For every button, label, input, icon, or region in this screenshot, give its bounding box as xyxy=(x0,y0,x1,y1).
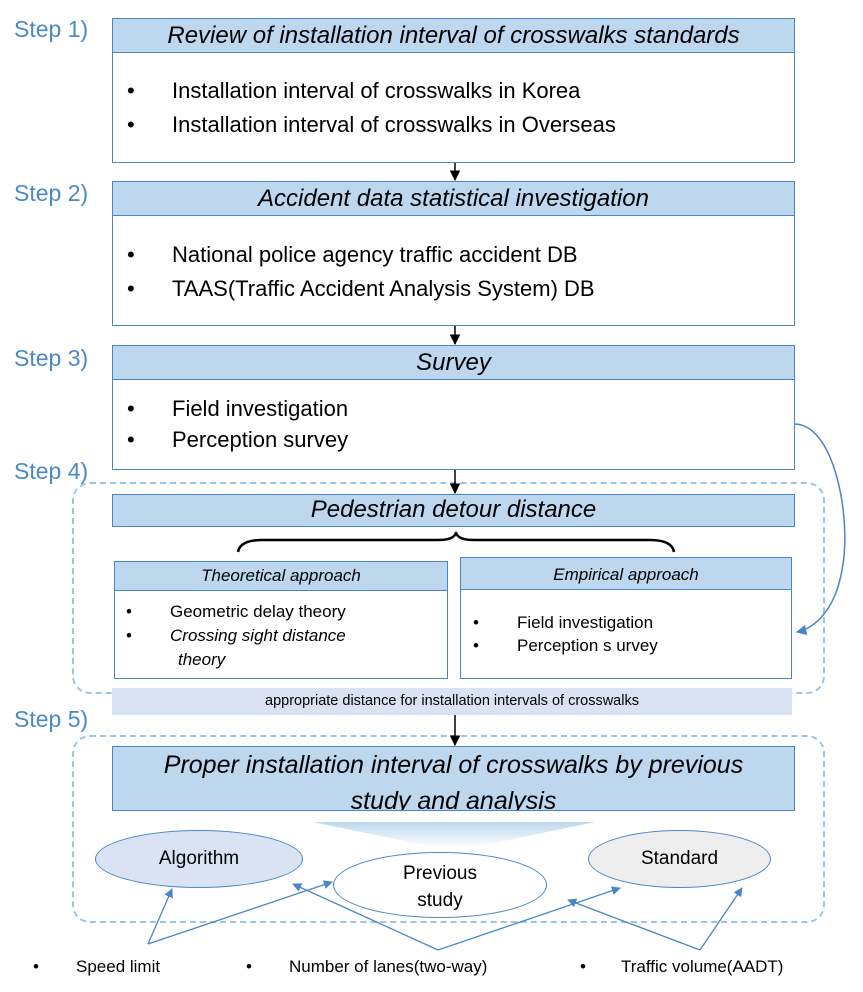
bullet: • xyxy=(473,636,479,655)
standard-ellipse: Standard xyxy=(588,830,771,888)
step-3-bullet-1: Field investigation xyxy=(172,396,349,421)
bullet: • xyxy=(126,626,132,645)
step-2-label: Step 2) xyxy=(14,180,89,206)
empirical-bullet-1: Field investigation xyxy=(517,613,654,632)
empirical-bullets: • Field investigation • Perception s urv… xyxy=(473,613,783,663)
step-1-bullet-1: Installation interval of crosswalks in K… xyxy=(172,78,581,103)
empirical-bullet-2: Perception s urvey xyxy=(517,636,658,655)
bullet: • xyxy=(473,613,479,632)
theoretical-bullet-2: Crossing sight distance xyxy=(170,626,346,645)
step-3-bullets: • Field investigation • Perception surve… xyxy=(127,396,777,456)
bullet: • xyxy=(127,396,135,421)
step-1-title: Review of installation interval of cross… xyxy=(112,18,795,53)
step-2-title: Accident data statistical investigation xyxy=(112,181,795,216)
previous-study-ellipse: Previous study xyxy=(333,852,547,918)
theoretical-title: Theoretical approach xyxy=(114,561,448,591)
step-4-title: Pedestrian detour distance xyxy=(112,494,795,527)
bullet: • xyxy=(127,78,135,103)
step-4-result-bar: appropriate distance for installation in… xyxy=(112,688,792,715)
step-1-label: Step 1) xyxy=(14,16,89,42)
factor-traffic-volume: Traffic volume(AADT) xyxy=(621,957,784,976)
algorithm-ellipse: Algorithm xyxy=(95,830,303,888)
bullet: • xyxy=(246,957,252,976)
factor-number-of-lanes: Number of lanes(two-way) xyxy=(289,957,488,976)
previous-study-line-2: study xyxy=(417,890,463,911)
step-5-label: Step 5) xyxy=(14,706,89,732)
bullet: • xyxy=(127,242,135,267)
step-3-label: Step 3) xyxy=(14,345,89,371)
step-3-bullet-2: Perception survey xyxy=(172,427,349,452)
empirical-title: Empirical approach xyxy=(460,557,792,590)
bullet: • xyxy=(580,957,586,976)
step-4-label: Step 4) xyxy=(14,458,89,484)
step-5-title-box: Proper installation interval of crosswal… xyxy=(112,746,795,811)
step-2-bullet-1: National police agency traffic accident … xyxy=(172,242,578,267)
bullet: • xyxy=(127,276,135,301)
step-2-bullets: • National police agency traffic acciden… xyxy=(127,242,777,302)
bullet: • xyxy=(126,602,132,621)
step-1-bullet-2: Installation interval of crosswalks in O… xyxy=(172,112,616,137)
bullet: • xyxy=(33,957,39,976)
previous-study-line-1: Previous xyxy=(403,863,477,884)
theoretical-bullet-1: Geometric delay theory xyxy=(170,602,346,621)
step-1-bullets: • Installation interval of crosswalks in… xyxy=(127,78,777,138)
step-5-title: Proper installation interval of crosswal… xyxy=(163,751,744,811)
theoretical-bullet-2-cont: theory xyxy=(178,650,226,669)
step-3-title: Survey xyxy=(112,345,795,380)
bullet: • xyxy=(127,112,135,137)
theoretical-bullets: • Geometric delay theory • Crossing sigh… xyxy=(126,602,446,672)
step-2-bullet-2: TAAS(Traffic Accident Analysis System) D… xyxy=(172,276,595,301)
bullet: • xyxy=(127,427,135,452)
factor-speed-limit: Speed limit xyxy=(76,957,161,976)
